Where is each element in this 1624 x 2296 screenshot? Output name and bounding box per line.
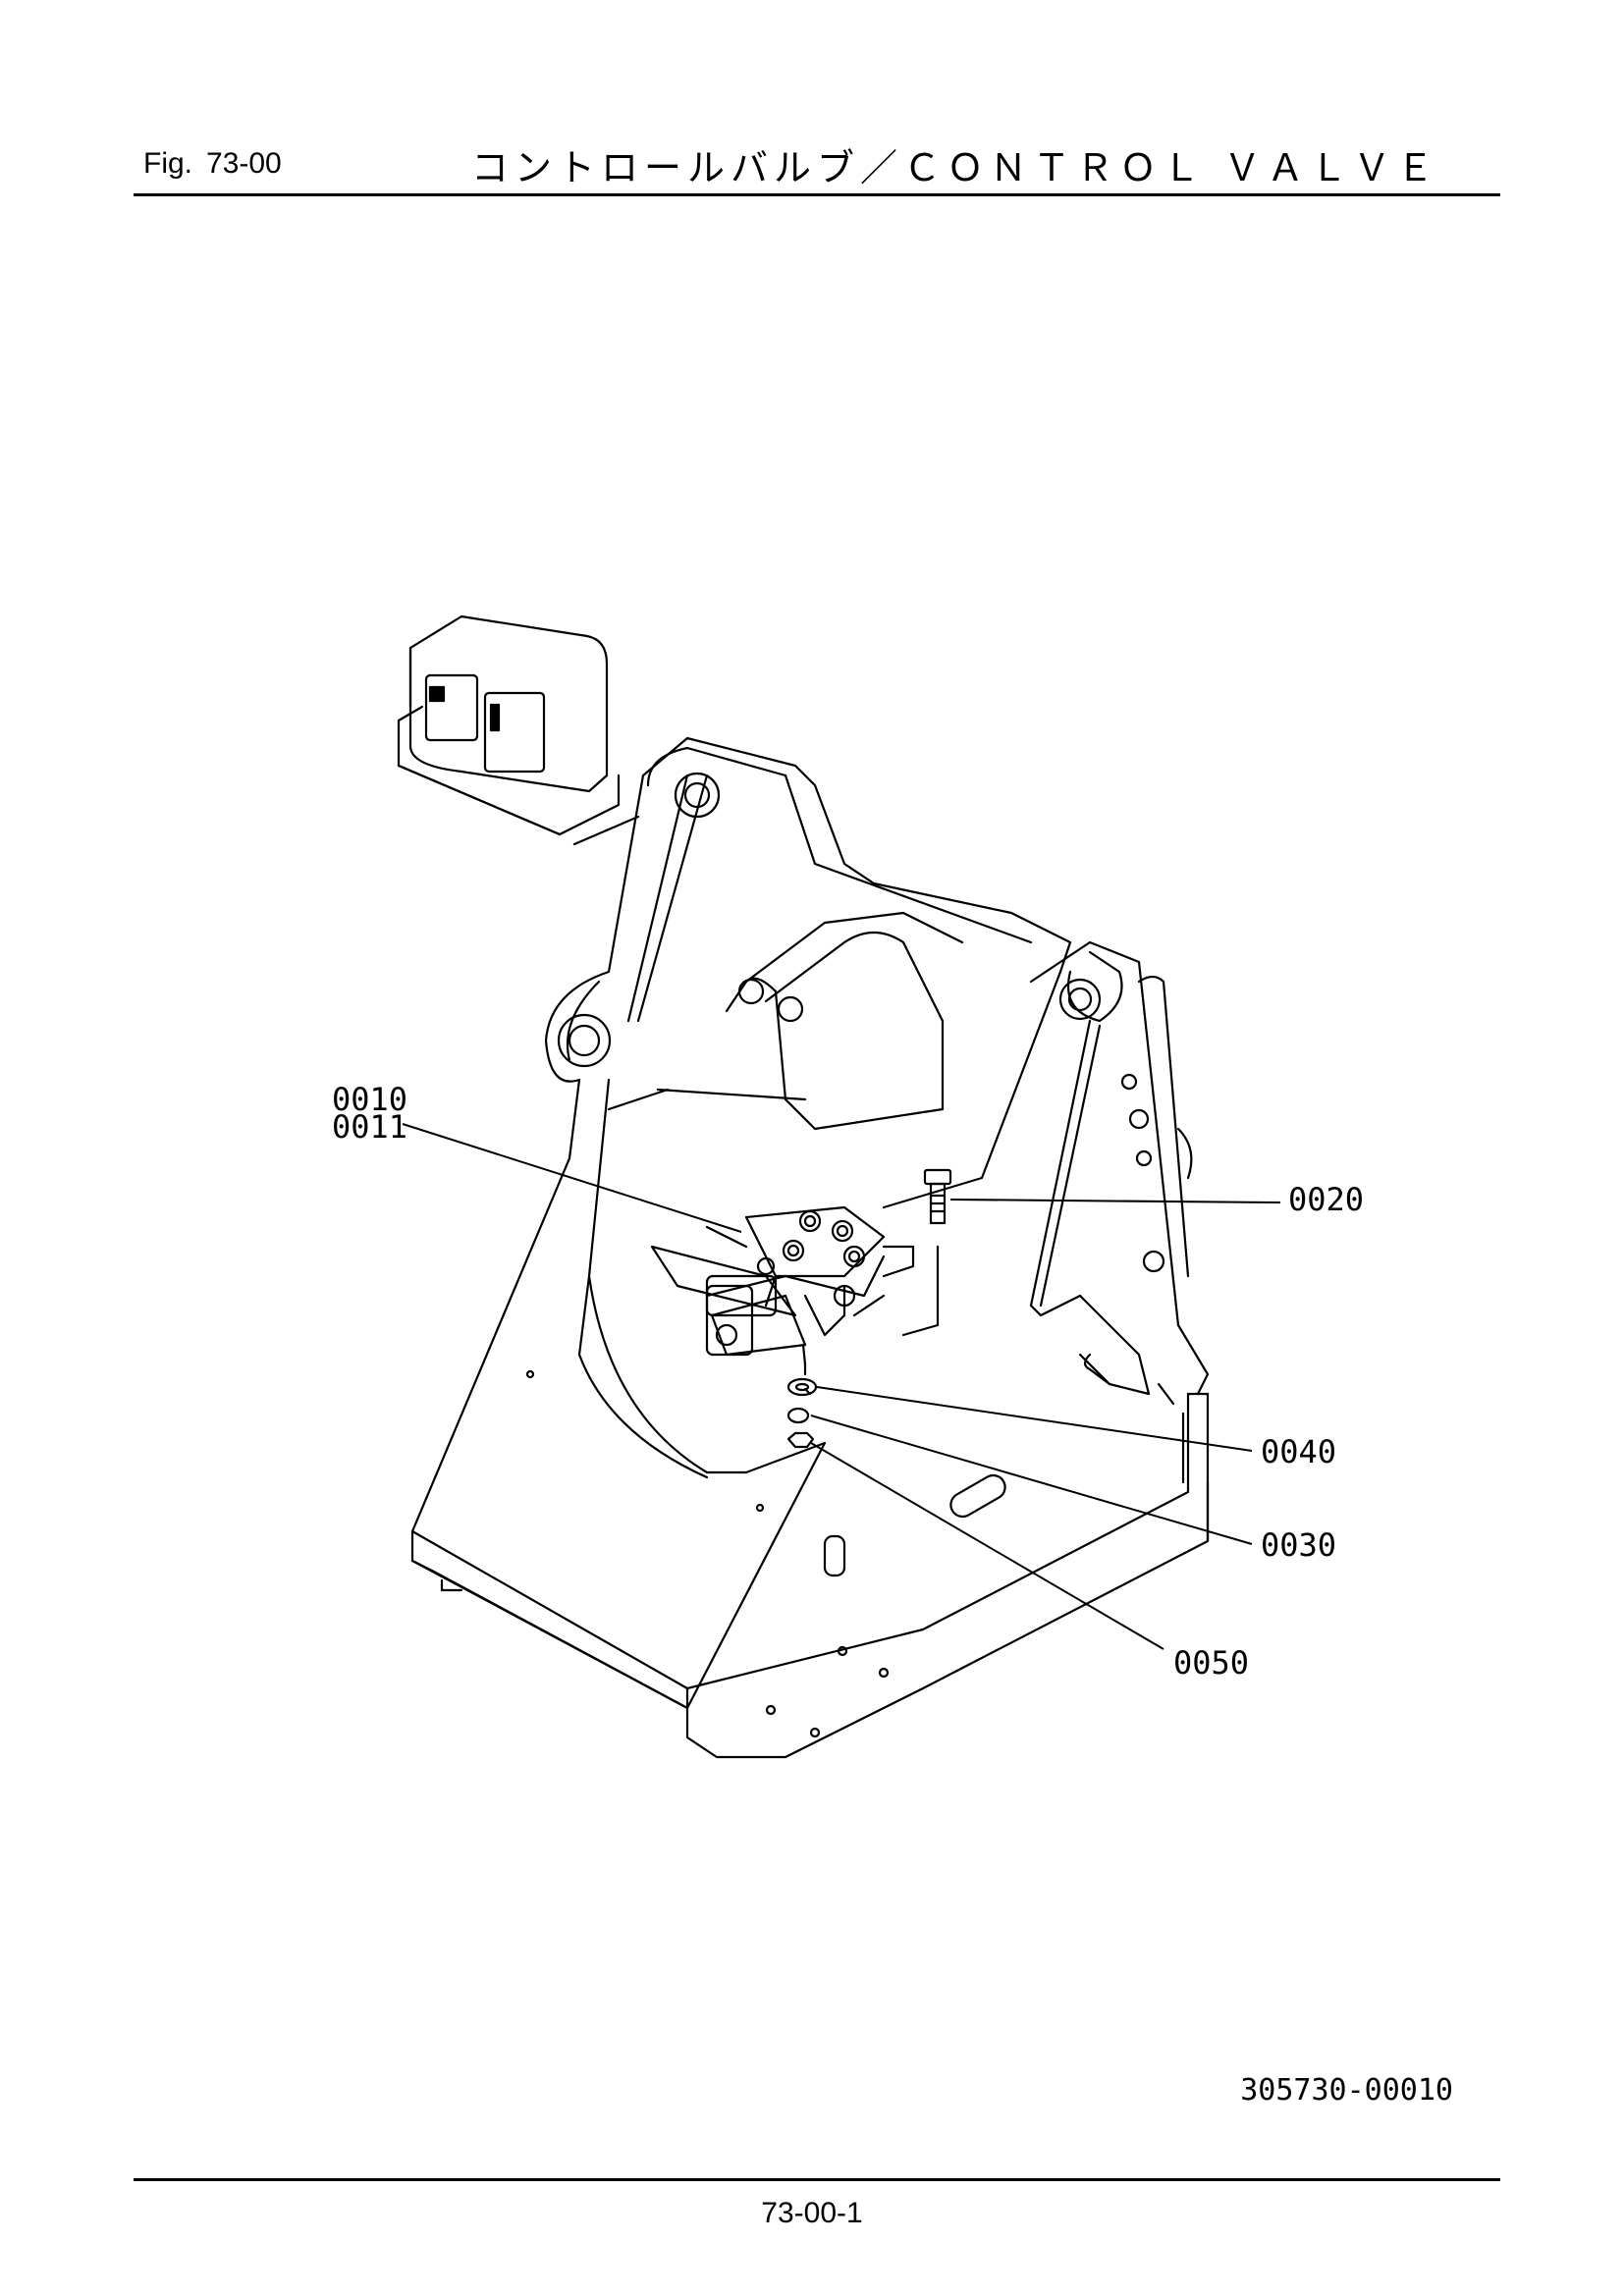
callout-0011: 0011 (332, 1108, 407, 1146)
footer-rule (134, 2178, 1500, 2181)
fig-number: 73-00 (206, 147, 282, 180)
callout-0010: 0010 (332, 1081, 407, 1118)
figure-label: Fig. 73-00 (143, 147, 282, 181)
fig-prefix: Fig. (143, 147, 193, 180)
loader-frame (410, 736, 1210, 1759)
callout-0020: 0020 (1288, 1181, 1364, 1218)
callout-0040: 0040 (1261, 1433, 1336, 1470)
washers-and-nut (786, 1377, 818, 1449)
bolt (923, 1168, 952, 1225)
callout-0050: 0050 (1173, 1644, 1249, 1682)
page-title: コントロールバルブ／ＣＯＮＴＲＯＬ ＶＡＬＶＥ (471, 146, 1440, 189)
battery-box (397, 614, 640, 846)
drawing-number: 305730-00010 (1240, 2073, 1453, 2108)
header-rule (134, 193, 1500, 196)
callout-0030: 0030 (1261, 1526, 1336, 1564)
control-valve (650, 1205, 940, 1396)
page-number: 73-00-1 (761, 2197, 863, 2229)
